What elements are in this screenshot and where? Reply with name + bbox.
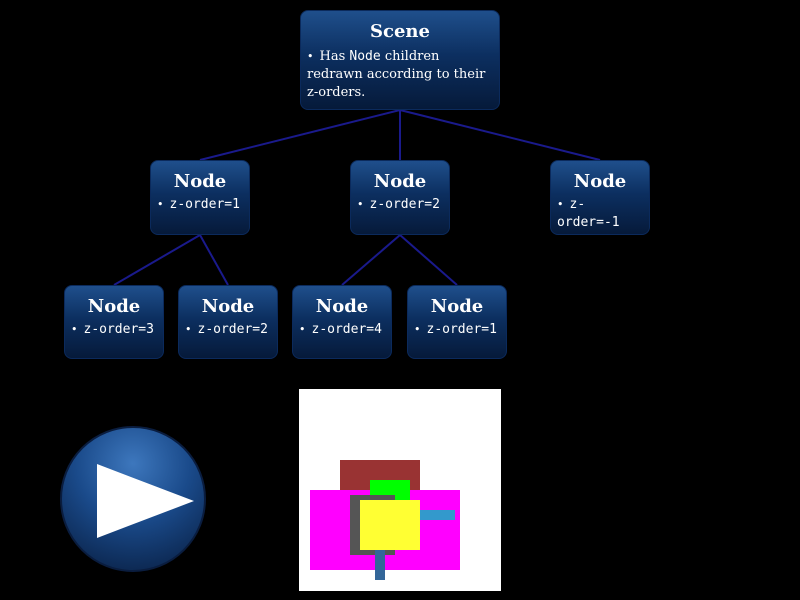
tree-node: Node • z-order=4 — [292, 285, 392, 359]
node-title: Node — [173, 171, 227, 192]
tree-node: Node •z-order=-1 — [550, 160, 650, 235]
node-zorder: z-order=1 — [169, 197, 240, 212]
node-title: Node — [87, 296, 141, 317]
node-zorder: z-order=-1 — [557, 197, 620, 230]
node-zorder: z-order=4 — [311, 322, 382, 337]
edge-scene-node3 — [399, 109, 601, 161]
node-description: • z-order=2 — [179, 321, 277, 339]
preview-blue-bar — [420, 510, 455, 520]
tree-node: Node • z-order=1 — [150, 160, 250, 235]
edge-scene-node1 — [199, 109, 401, 161]
bullet-icon: • — [414, 323, 421, 336]
scene-desc-prefix: Has — [319, 49, 350, 64]
play-button[interactable] — [60, 426, 206, 572]
scene-desc-suffix: children redrawn according to their z-or… — [307, 49, 486, 100]
bullet-icon: • — [557, 198, 564, 211]
preview-yellow-rect — [360, 500, 420, 550]
edge-node2-child2 — [399, 234, 458, 286]
tree-node: Node • z-order=2 — [178, 285, 278, 359]
node-description: • z-order=1 — [151, 196, 249, 214]
bullet-icon: • — [307, 50, 314, 63]
bullet-icon: • — [157, 198, 164, 211]
render-preview — [299, 389, 501, 591]
node-zorder: z-order=1 — [426, 322, 497, 337]
node-description: • z-order=3 — [65, 321, 163, 339]
bullet-icon: • — [71, 323, 78, 336]
node-description: • z-order=1 — [408, 321, 506, 339]
scene-desc-code: Node — [349, 49, 381, 64]
play-icon — [97, 464, 194, 538]
node-title: Node — [430, 296, 484, 317]
node-title: Node — [373, 171, 427, 192]
node-description: •z-order=-1 — [551, 196, 649, 232]
edge-node1-child1 — [113, 234, 201, 286]
tree-node: Node • z-order=3 — [64, 285, 164, 359]
scene-title: Scene — [370, 21, 430, 42]
bullet-icon: • — [185, 323, 192, 336]
scene-description: • Has Node children redrawn according to … — [301, 48, 499, 102]
node-title: Node — [315, 296, 369, 317]
tree-node: Node • z-order=1 — [407, 285, 507, 359]
edge-node2-child1 — [341, 234, 401, 286]
node-zorder: z-order=2 — [197, 322, 268, 337]
node-zorder: z-order=3 — [83, 322, 154, 337]
bullet-icon: • — [299, 323, 306, 336]
scene-node: Scene • Has Node children redrawn accordi… — [300, 10, 500, 110]
preview-steel-bar — [375, 550, 385, 580]
node-zorder: z-order=2 — [369, 197, 440, 212]
bullet-icon: • — [357, 198, 364, 211]
node-title: Node — [201, 296, 255, 317]
edge-node1-child2 — [199, 234, 229, 286]
node-description: • z-order=4 — [293, 321, 391, 339]
tree-node: Node • z-order=2 — [350, 160, 450, 235]
node-description: • z-order=2 — [351, 196, 449, 214]
node-title: Node — [573, 171, 627, 192]
